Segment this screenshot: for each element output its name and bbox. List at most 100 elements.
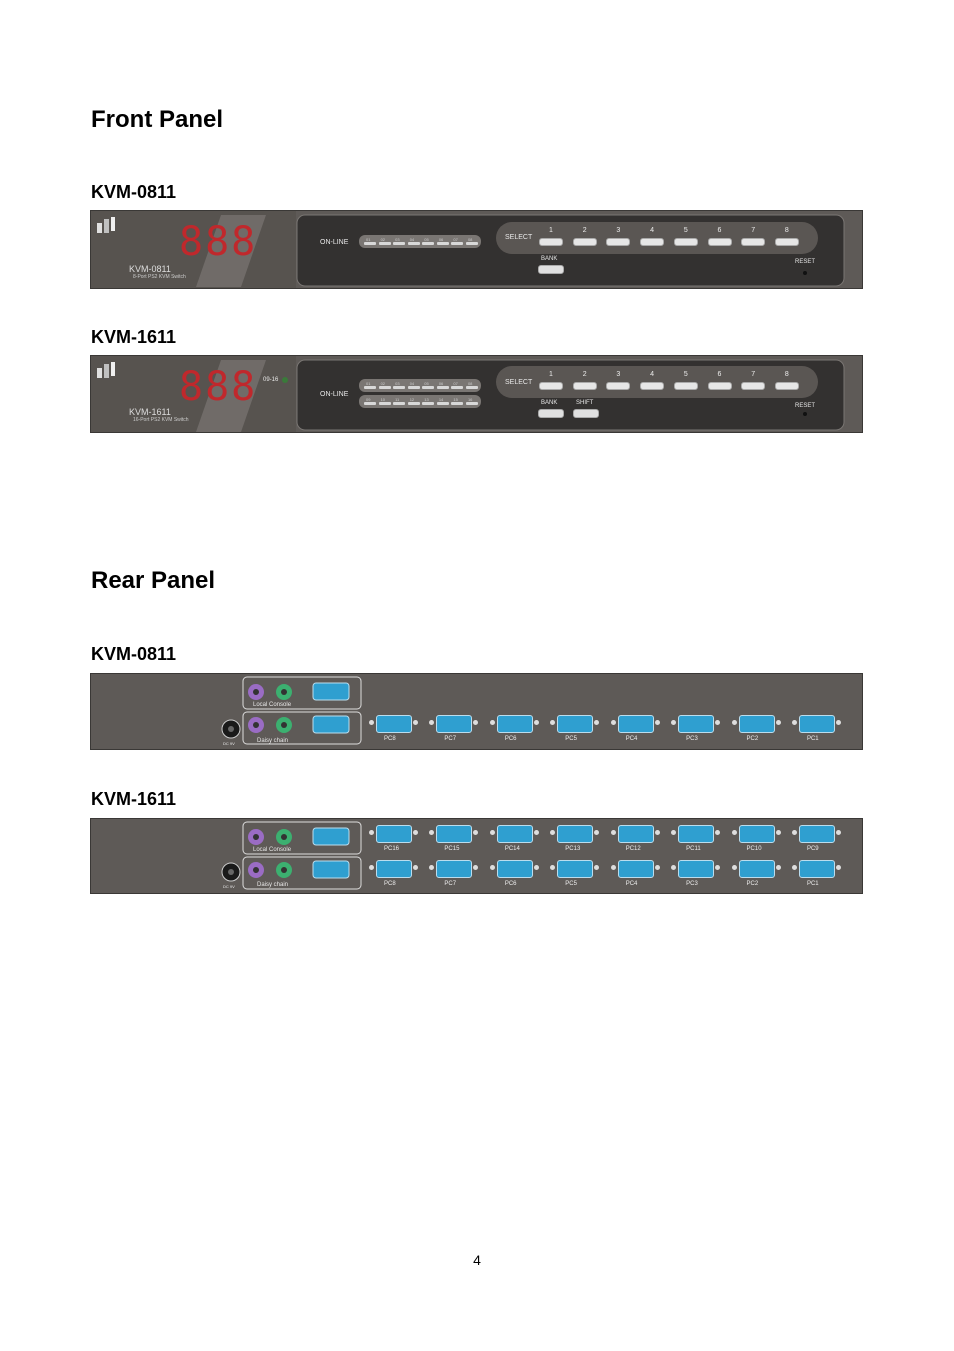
vga-connector-icon [617, 860, 654, 878]
screw-icon [775, 830, 781, 835]
key-number: 2 [582, 371, 587, 378]
bank-led-icon [282, 377, 288, 383]
key-number: 7 [751, 227, 756, 234]
vga-pc-port: PC1 [791, 859, 846, 893]
port-select-button[interactable]: 7 [741, 371, 766, 391]
port-select-button[interactable]: 8 [774, 371, 799, 391]
front-panel-kvm1611: 888 09-16 KVM-1611 16-Port PS2 KVM Switc… [90, 355, 863, 433]
ps2-mouse-port-icon [248, 717, 264, 733]
screw-icon [791, 720, 797, 725]
port-select-button[interactable]: 4 [640, 227, 665, 247]
screw-icon [550, 865, 556, 870]
led-number: 08 [467, 381, 473, 386]
port-label: PC14 [504, 846, 520, 852]
dc-power-jack-icon [221, 862, 241, 882]
ps2-mouse-port-icon [248, 684, 264, 700]
screw-icon [413, 830, 418, 835]
led-number: 03 [395, 381, 400, 386]
screw-icon [610, 720, 616, 725]
led-number: 02 [380, 381, 386, 386]
port-label: PC15 [444, 846, 460, 852]
vga-connector-icon [376, 715, 412, 733]
led-number: 09 [366, 397, 371, 402]
key-number: 5 [683, 371, 688, 378]
ps2-mouse-port-icon [248, 829, 264, 845]
port-select-button[interactable]: 2 [572, 227, 597, 247]
screw-icon [594, 830, 600, 835]
key-number: 3 [616, 227, 621, 234]
vga-connector-icon [496, 860, 533, 878]
led-number: 02 [380, 237, 386, 242]
port-label: PC7 [444, 736, 457, 742]
bank-button[interactable]: BANK [538, 256, 564, 276]
port-label: PC8 [384, 736, 396, 742]
screw-icon [369, 720, 374, 725]
led-number: 01 [366, 237, 371, 242]
port-select-button[interactable]: 1 [539, 227, 563, 247]
screw-icon [369, 830, 374, 835]
vga-connector-icon [798, 715, 835, 733]
port-select-button[interactable]: 5 [673, 371, 698, 391]
screw-icon [594, 865, 600, 870]
online-led: 02 [378, 237, 392, 246]
vga-connector-icon [678, 860, 715, 878]
vga-connector-icon [738, 715, 775, 733]
screw-icon [594, 720, 600, 725]
led-number: 05 [424, 381, 429, 386]
port-select-button[interactable]: 3 [606, 227, 631, 247]
screw-icon [715, 720, 721, 725]
vga-pc-port: PC2 [731, 859, 786, 893]
vga-connector-icon [557, 825, 594, 843]
port-label: PC6 [504, 736, 517, 742]
online-led: 05 [422, 381, 435, 390]
daisy-chain-label: Daisy chain [257, 738, 289, 744]
port-select-button[interactable]: 6 [707, 371, 732, 391]
screw-icon [550, 720, 556, 725]
key-number: 6 [717, 371, 722, 378]
screw-icon [835, 865, 841, 870]
port-select-button[interactable]: 1 [539, 371, 563, 391]
page-number: 4 [473, 1252, 481, 1268]
select-label: SELECT [505, 234, 533, 241]
led-number: 04 [409, 381, 415, 386]
port-select-button[interactable]: 2 [572, 371, 597, 391]
port-select-button[interactable]: 3 [606, 371, 631, 391]
vga-pc-port: PC14 [489, 824, 544, 858]
online-led: 08 [465, 381, 479, 390]
screw-icon [791, 865, 797, 870]
port-select-button[interactable]: 7 [741, 227, 766, 247]
port-label: PC13 [565, 846, 581, 852]
vga-connector-icon [557, 860, 594, 878]
led-number: 16 [467, 397, 473, 402]
model-subtitle: 16-Port PS2 KVM Switch [133, 417, 189, 423]
vga-pc-port: PC7 [429, 714, 483, 748]
vga-console-port-icon [312, 682, 350, 701]
bank-button[interactable]: BANK [538, 400, 564, 420]
vga-pc-port: PC11 [671, 824, 725, 858]
port-label: PC2 [746, 881, 759, 887]
bank-indicator-label: 09-16 [263, 377, 279, 383]
port-select-button[interactable]: 6 [707, 227, 732, 247]
online-led: 01 [364, 237, 377, 246]
port-select-button[interactable]: 8 [774, 227, 799, 247]
key-number: 4 [650, 227, 655, 234]
port-select-button[interactable]: 4 [640, 371, 665, 391]
led-number: 07 [453, 237, 458, 242]
port-label: PC1 [806, 881, 819, 887]
model-label: KVM-1611 [129, 407, 171, 417]
screw-icon [413, 865, 418, 870]
vga-connector-icon [617, 825, 654, 843]
vga-pc-port: PC5 [550, 714, 604, 748]
screw-icon [533, 830, 539, 835]
vga-connector-icon [738, 860, 775, 878]
reset-label: RESET [795, 403, 816, 409]
shift-button[interactable]: SHIFT [573, 400, 599, 420]
port-label: PC8 [384, 881, 396, 887]
port-select-button[interactable]: 5 [673, 227, 698, 247]
port-label: PC5 [565, 736, 577, 742]
led-number: 07 [453, 381, 458, 386]
screw-icon [775, 720, 781, 725]
port-label: PC11 [686, 846, 701, 852]
online-led: 06 [436, 237, 450, 246]
daisy-chain-label: Daisy chain [257, 882, 289, 888]
